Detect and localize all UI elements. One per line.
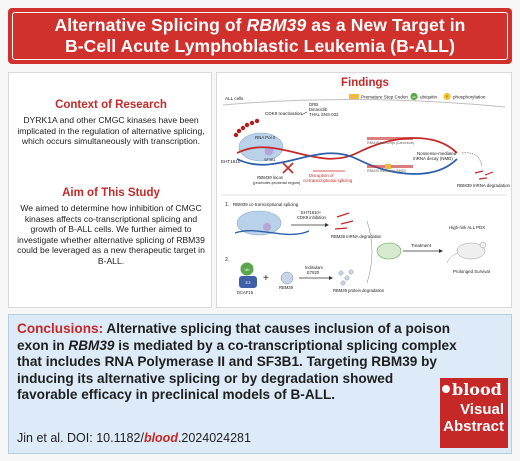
panel2-dcaf15: DCAF15 bbox=[237, 290, 254, 295]
rbm39-locus-label: RBM39 locus bbox=[257, 175, 284, 180]
panel1-number: 1. bbox=[225, 202, 229, 208]
mouse-icon bbox=[446, 241, 487, 264]
title-frame: Alternative Splicing of RBM39 as a New T… bbox=[12, 12, 508, 60]
citation: Jin et al. DOI: 10.1182/blood.2024024281 bbox=[17, 431, 251, 445]
panel2-arrowhead bbox=[329, 276, 333, 280]
nmd-arrow bbox=[461, 152, 483, 168]
logo-background bbox=[440, 378, 508, 448]
panel2-e3-label: E3 bbox=[246, 280, 252, 285]
logo-visual: Visual bbox=[460, 401, 504, 418]
survival-label: Prolonged Survival bbox=[453, 269, 490, 274]
panel2-ub-badge bbox=[240, 262, 254, 276]
cell-membrane bbox=[222, 98, 506, 108]
inhibition-arrow bbox=[300, 111, 308, 116]
conclusions-part-1: Alternative splicing that causes inclusi… bbox=[17, 321, 451, 353]
title-banner: Alternative Splicing of RBM39 as a New T… bbox=[8, 8, 512, 64]
title-line-1: Alternative Splicing of RBM39 as a New T… bbox=[55, 15, 466, 36]
logo-brand: blood bbox=[452, 380, 502, 399]
logo-abstract: Abstract bbox=[443, 418, 504, 435]
legend-phosphorylation: phosphorylation bbox=[453, 95, 486, 100]
dna-strand-blue bbox=[236, 152, 458, 175]
rbm39-locus-sublabel: (promoter-proximal region) bbox=[253, 180, 301, 185]
nmd-label-2: mRNA decay (NMD) bbox=[413, 156, 453, 161]
panel2-drug-1: Indisulam bbox=[305, 265, 323, 270]
conclusions-part-2: is mediated by a co-transcriptional spli… bbox=[17, 337, 457, 403]
disruption-label-2: co-transcriptional splicing bbox=[303, 178, 353, 183]
mrna-fragments bbox=[474, 170, 494, 180]
context-body: DYRK1A and other CMGC kinases have been … bbox=[17, 115, 205, 147]
panel2-fragments bbox=[338, 269, 354, 286]
sf3b1-label: SF3B1 bbox=[264, 158, 276, 162]
panel2-rbm39-label: RBM39 bbox=[279, 285, 294, 290]
panel1-sf3b1 bbox=[263, 223, 271, 231]
rna-pol-ii-label: RNA Pol II bbox=[255, 135, 275, 140]
treatment-label: Treatment bbox=[411, 243, 432, 248]
plus-icon: + bbox=[263, 273, 269, 284]
legend-stop-codon: Premature Stop Codon bbox=[361, 95, 408, 100]
title-prefix: Alternative Splicing of bbox=[54, 15, 247, 35]
conclusions-label: Conclusions: bbox=[17, 321, 104, 336]
panel1-drug-1: EHT1610+ bbox=[301, 210, 322, 215]
drug-sns032: THAL SNS-032 bbox=[309, 112, 339, 117]
panel1-drug-2: CDK9 inhibition bbox=[297, 215, 327, 220]
conclusions-text: Conclusions: Alternative splicing that c… bbox=[17, 321, 457, 404]
all-cells-label: ALL cells bbox=[225, 96, 244, 101]
panel2-result: RBM39 protein degradation bbox=[333, 288, 385, 293]
panel1-result: RBM39 mRNA degradation bbox=[331, 234, 382, 239]
legend-ubiquitin: ubiquitin bbox=[420, 95, 438, 100]
citation-suffix: .2024024281 bbox=[177, 431, 251, 445]
canonical-transcript-label: RBM39 transcript (Canonical) bbox=[367, 141, 414, 145]
legend-p-symbol: P bbox=[446, 95, 449, 99]
cdk9-label: CDK9 reactivation bbox=[265, 111, 302, 116]
panel2-drug-2: E7820 bbox=[307, 270, 320, 275]
nmd-label-1: Nonsense-mediated bbox=[417, 151, 457, 156]
sf3b1-shape bbox=[264, 146, 274, 156]
drug-dinaciclib: Dinaciclib bbox=[309, 107, 328, 112]
panel2-number: 2. bbox=[225, 257, 229, 263]
eht1610-label: EHT1610 bbox=[221, 159, 241, 164]
citation-prefix: Jin et al. DOI: 10.1182/ bbox=[17, 431, 144, 445]
nmd-stop-codon bbox=[385, 164, 391, 169]
conclusions-box: Conclusions: Alternative splicing that c… bbox=[8, 314, 512, 454]
panel2-e3-shape bbox=[239, 276, 257, 288]
phosphorylation-legend-icon bbox=[443, 92, 451, 101]
treatment-arrowhead bbox=[439, 249, 443, 253]
panel1-dna bbox=[234, 229, 310, 236]
disruption-label-1: Disruption of bbox=[309, 173, 334, 178]
panel1-fragments bbox=[334, 212, 354, 230]
treatment-pill-icon bbox=[376, 242, 402, 260]
panel1-title: RBM39 co-transcriptional splicing bbox=[233, 202, 299, 207]
drug-drb: DRB bbox=[309, 102, 318, 107]
aim-body: We aimed to determine how inhibition of … bbox=[17, 203, 205, 266]
conclusions-gene: RBM39 bbox=[68, 337, 115, 353]
research-panel: Context of Research DYRK1A and other CMG… bbox=[8, 72, 212, 308]
dna-strand-red bbox=[236, 137, 458, 160]
findings-diagram: Premature Stop Codon Ub ubiquitin P phos… bbox=[221, 92, 511, 295]
aim-title: Aim of This Study bbox=[62, 187, 160, 199]
findings-panel: Findings Premature Stop Codon Ub ubiquit… bbox=[216, 72, 512, 308]
panel1-arrowhead bbox=[325, 223, 329, 227]
canonical-transcript bbox=[367, 137, 413, 140]
nmd-transcript-label: RBM39 transcript (NMD) bbox=[367, 169, 406, 173]
legend-ub-symbol: Ub bbox=[412, 95, 416, 99]
title-suffix: as a New Target in bbox=[306, 15, 466, 35]
citation-journal: blood bbox=[143, 431, 178, 445]
blocked-x-icon bbox=[282, 162, 294, 174]
stop-codon-legend-icon bbox=[349, 94, 359, 99]
blood-drop-icon bbox=[442, 385, 450, 393]
findings-title: Findings bbox=[341, 77, 389, 89]
outcome-bracket bbox=[366, 220, 373, 284]
top-degradation-label: RBM39 mRNA degradation bbox=[457, 183, 511, 188]
phospho-chain bbox=[233, 118, 260, 138]
pdx-label: High-risk ALL PDX bbox=[449, 225, 485, 230]
title-gene: RBM39 bbox=[246, 15, 307, 35]
title-line-2: B-Cell Acute Lymphoblastic Leukemia (B-A… bbox=[65, 36, 455, 56]
panel2-rbm39-shape bbox=[280, 271, 294, 285]
ubiquitin-legend-icon bbox=[410, 92, 418, 101]
context-title: Context of Research bbox=[55, 99, 167, 111]
panel2-ub-text: Ub bbox=[244, 267, 250, 272]
